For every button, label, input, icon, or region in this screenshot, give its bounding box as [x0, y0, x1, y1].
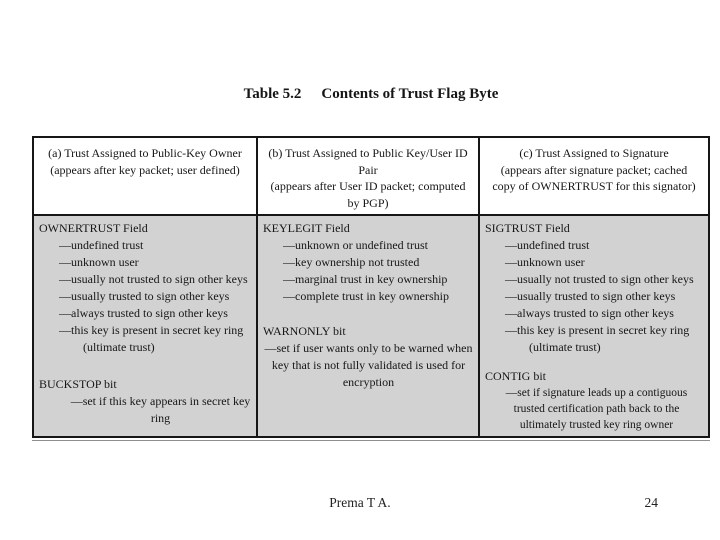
trust-flag-table: (a) Trust Assigned to Public-Key Owner (…	[32, 136, 710, 441]
table-number-label: Table 5.2	[243, 86, 302, 102]
list-item-continuation: (ultimate trust)	[529, 340, 601, 354]
header-b-line3: (appears after User ID packet; computed	[270, 179, 466, 193]
warnonly-note: —set if user wants only to be warned whe…	[264, 341, 473, 389]
header-b-line4: by PGP)	[347, 195, 389, 210]
list-item: —always trusted to sign other keys	[59, 306, 228, 320]
table-title: Table 5.2 Contents of Trust Flag Byte	[32, 86, 710, 103]
body-cell-keylegit: KEYLEGIT Field —unknown or undefined tru…	[258, 214, 480, 436]
list-item: —usually trusted to sign other keys	[505, 289, 676, 303]
list-item-continuation: (ultimate trust)	[83, 340, 155, 354]
field-heading-sigtrust: SIGTRUST Field	[485, 221, 570, 235]
field-heading-warnonly: WARNONLY bit	[263, 324, 346, 338]
list-item: —unknown user	[505, 255, 585, 269]
body-cell-ownertrust: OWNERTRUST Field —undefined trust —unkno…	[34, 214, 258, 436]
list-item: —marginal trust in key ownership	[283, 272, 448, 286]
list-item: —this key is present in secret key ring	[59, 323, 244, 337]
list-item: —complete trust in key ownership	[283, 289, 449, 303]
header-b-line1: (b) Trust Assigned to Public Key/User ID	[268, 146, 468, 160]
list-item: —this key is present in secret key ring	[505, 323, 690, 337]
field-heading-ownertrust: OWNERTRUST Field	[39, 221, 148, 235]
header-cell-c: (c) Trust Assigned to Signature (appears…	[480, 138, 708, 214]
buckstop-note: —set if this key appears in secret key r…	[70, 394, 251, 425]
list-item: —key ownership not trusted	[283, 255, 420, 269]
list-item: —usually trusted to sign other keys	[59, 289, 230, 303]
field-heading-buckstop: BUCKSTOP bit	[39, 377, 117, 391]
field-heading-contig: CONTIG bit	[485, 369, 546, 383]
list-item: —always trusted to sign other keys	[505, 306, 674, 320]
header-c-line2: (appears after signature packet; cached	[500, 162, 688, 177]
list-item: —undefined trust	[59, 238, 144, 252]
header-cell-a: (a) Trust Assigned to Public-Key Owner (…	[34, 138, 258, 214]
list-item: —unknown user	[59, 255, 139, 269]
header-a-line1: (a) Trust Assigned to Public-Key Owner	[48, 146, 242, 160]
list-item: —unknown or undefined trust	[283, 238, 428, 252]
body-cell-sigtrust: SIGTRUST Field —undefined trust —unknown…	[480, 214, 708, 436]
list-item: —usually not trusted to sign other keys	[505, 272, 694, 286]
header-b-line2: Pair	[358, 162, 378, 177]
footer-page-number: 24	[644, 495, 659, 510]
field-heading-keylegit: KEYLEGIT Field	[263, 221, 350, 235]
table-caption: Contents of Trust Flag Byte	[321, 86, 499, 102]
footer-author: Prema T A.	[329, 495, 391, 510]
contig-note: —set if signature leads up a contiguous …	[505, 387, 688, 431]
header-cell-b: (b) Trust Assigned to Public Key/User ID…	[258, 138, 480, 214]
list-item: —undefined trust	[505, 238, 590, 252]
header-c-line1: (c) Trust Assigned to Signature	[519, 146, 669, 160]
list-item: —usually not trusted to sign other keys	[59, 272, 248, 286]
header-c-line3: copy of OWNERTRUST for this signator)	[492, 179, 696, 193]
header-a-line2: (appears after key packet; user defined)	[50, 162, 240, 177]
